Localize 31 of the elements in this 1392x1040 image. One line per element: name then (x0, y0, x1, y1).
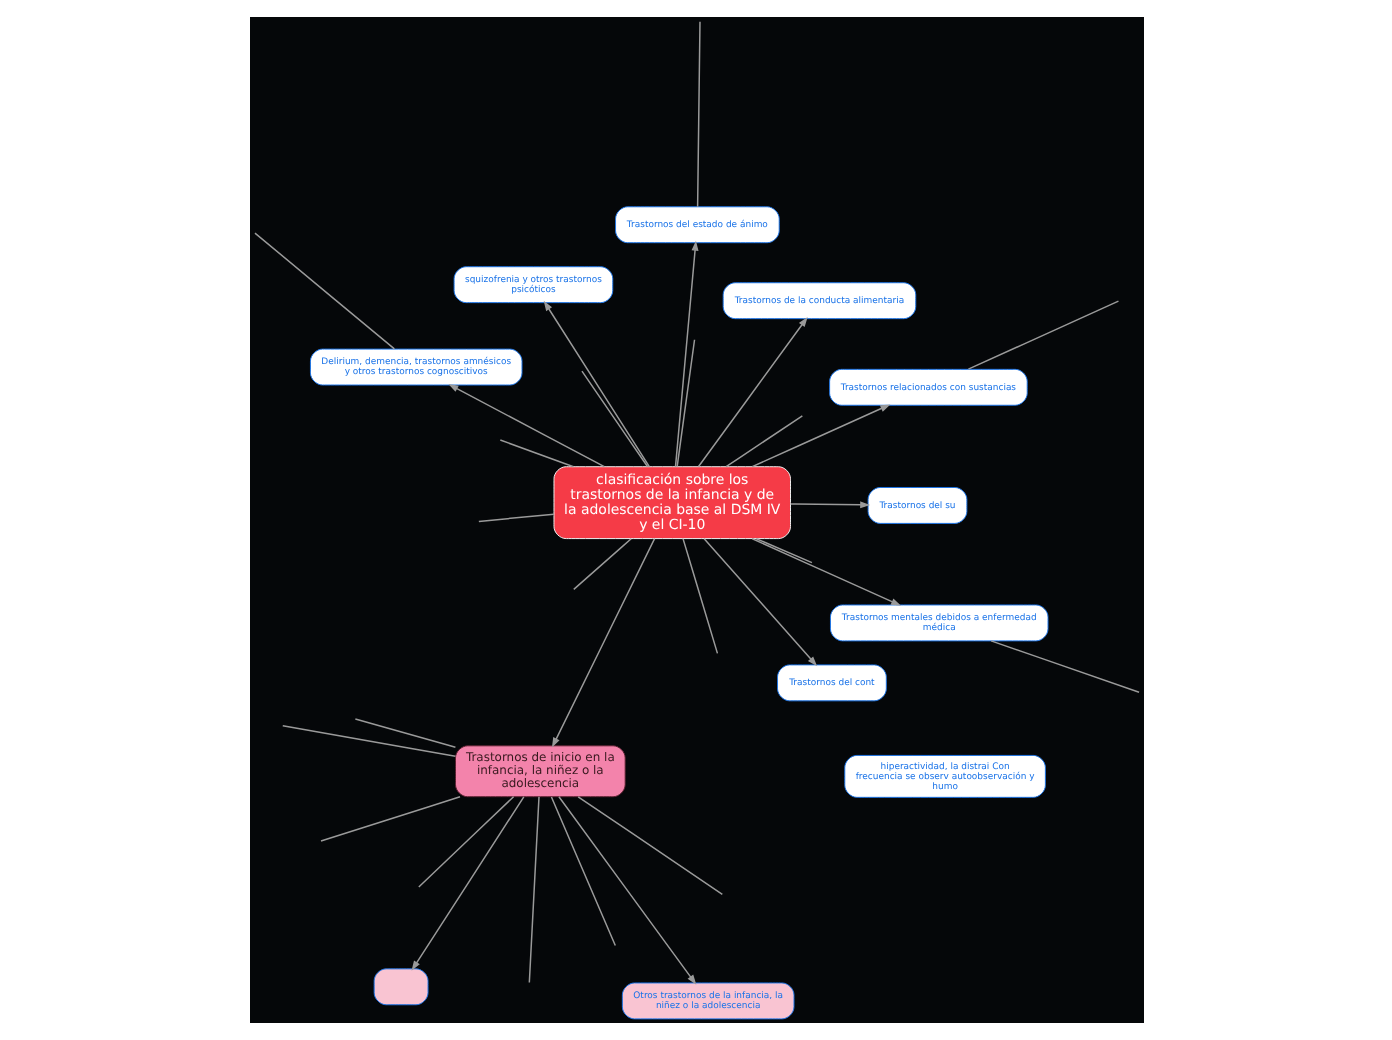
connector (724, 415, 803, 468)
connector (319, 796, 460, 842)
node-box (372, 968, 428, 1006)
connector (549, 796, 616, 947)
connector (989, 640, 1139, 693)
connector (966, 300, 1119, 370)
connector (580, 370, 648, 468)
connector (527, 796, 539, 984)
arrow (447, 384, 605, 468)
connector (572, 538, 631, 591)
arrow (550, 537, 655, 748)
arrow (750, 538, 901, 606)
connector (754, 538, 812, 564)
connector (253, 232, 395, 350)
connector (695, 21, 700, 208)
connector (281, 724, 456, 757)
arrow (410, 796, 524, 971)
arrow (673, 240, 698, 468)
connector (681, 538, 718, 655)
arrow (557, 795, 696, 985)
connector (675, 339, 695, 468)
connector (477, 513, 554, 523)
connector (576, 796, 723, 895)
connector (498, 439, 574, 468)
arrow (542, 300, 650, 468)
arrow (750, 404, 890, 468)
connector (353, 718, 456, 748)
connector (417, 796, 514, 888)
arrow (788, 501, 870, 509)
arrow (702, 537, 817, 667)
arrow (696, 316, 807, 468)
